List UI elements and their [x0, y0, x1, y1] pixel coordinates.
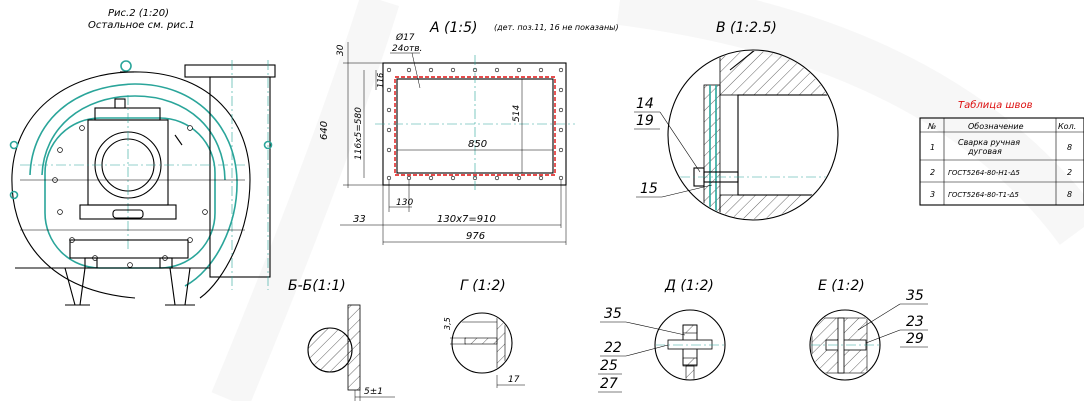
dim-130: 130 — [396, 198, 413, 208]
weld-table-title: Таблица швов — [958, 99, 1033, 111]
dim-17: 17 — [508, 375, 520, 385]
callout-14: 14 — [636, 96, 654, 112]
view-g: Г (1:2) 3,5 17 — [443, 278, 525, 388]
view-b-circle — [667, 49, 839, 221]
weld-r2-designation: ГОСТ5264-80-Н1-Δ5 — [948, 169, 1020, 177]
weld-th-designation: Обозначение — [968, 122, 1024, 131]
callout-29: 29 — [906, 331, 924, 347]
section-bb-title: Б-Б(1:1) — [288, 278, 346, 294]
weld-r3-qty: 8 — [1067, 190, 1072, 199]
dim-976: 976 — [466, 231, 485, 242]
view-a-title: А (1:5) — [429, 20, 477, 36]
view-a-note: (дет. поз.11, 16 не показаны) — [494, 23, 619, 32]
dim-130x7: 130х7=910 — [437, 214, 496, 225]
view-e: Е (1:2) 35 23 29 — [809, 278, 928, 381]
fig2-subtitle: Остальное см. рис.1 — [88, 20, 195, 31]
section-bb: Б-Б(1:1) 5±1 — [288, 278, 395, 401]
callout-23: 23 — [906, 314, 924, 330]
weld-r1-num: 1 — [930, 143, 935, 152]
weld-r1-qty: 8 — [1067, 143, 1072, 152]
dim-514: 514 — [512, 105, 522, 122]
dim-116: 116 — [376, 73, 385, 88]
view-b-title: В (1:2.5) — [716, 20, 777, 36]
dim-5pm1: 5±1 — [364, 387, 383, 397]
dim-30: 30 — [336, 44, 346, 56]
view-d: Д (1:2) 35 22 25 27 — [598, 278, 726, 393]
callout-27: 27 — [600, 376, 618, 392]
hole-dia: Ø17 — [395, 32, 415, 43]
fig2-title: Рис.2 (1:20) — [108, 8, 169, 19]
callout-35-e: 35 — [906, 288, 924, 304]
weld-r2-num: 2 — [930, 168, 935, 177]
callout-25: 25 — [600, 358, 618, 374]
weld-th-num: № — [927, 122, 936, 131]
dim-116x5: 116х5=580 — [354, 107, 364, 160]
view-b: В (1:2.5) 14 19 15 — [634, 20, 839, 221]
callout-19: 19 — [636, 113, 654, 129]
view-g-title: Г (1:2) — [460, 278, 506, 294]
weld-th-qty: Кол. — [1058, 122, 1076, 131]
view-d-title: Д (1:2) — [664, 278, 714, 294]
fig2-fan-drawing: Рис.2 (1:20) Остальное см. рис.1 — [9, 8, 276, 306]
hole-count: 24отв. — [392, 44, 422, 54]
flange-holes — [386, 67, 564, 181]
callout-15: 15 — [640, 181, 658, 197]
dim-3-5: 3,5 — [443, 317, 452, 330]
weld-r2-qty: 2 — [1067, 168, 1072, 177]
watermark — [211, 0, 1084, 401]
dim-33: 33 — [353, 214, 366, 225]
view-e-title: Е (1:2) — [818, 278, 865, 294]
dim-850: 850 — [468, 139, 487, 150]
weld-table: Таблица швов № Обозначение Кол. 1 Сварка… — [919, 99, 1084, 206]
view-a: А (1:5) (дет. поз.11, 16 не показаны) 30… — [319, 20, 619, 245]
dim-640: 640 — [319, 121, 330, 140]
callout-35: 35 — [604, 306, 622, 322]
weld-r3-num: 3 — [930, 190, 935, 199]
weld-r3-designation: ГОСТ5264-80-Т1-Δ5 — [948, 191, 1019, 199]
callout-22: 22 — [604, 340, 622, 356]
